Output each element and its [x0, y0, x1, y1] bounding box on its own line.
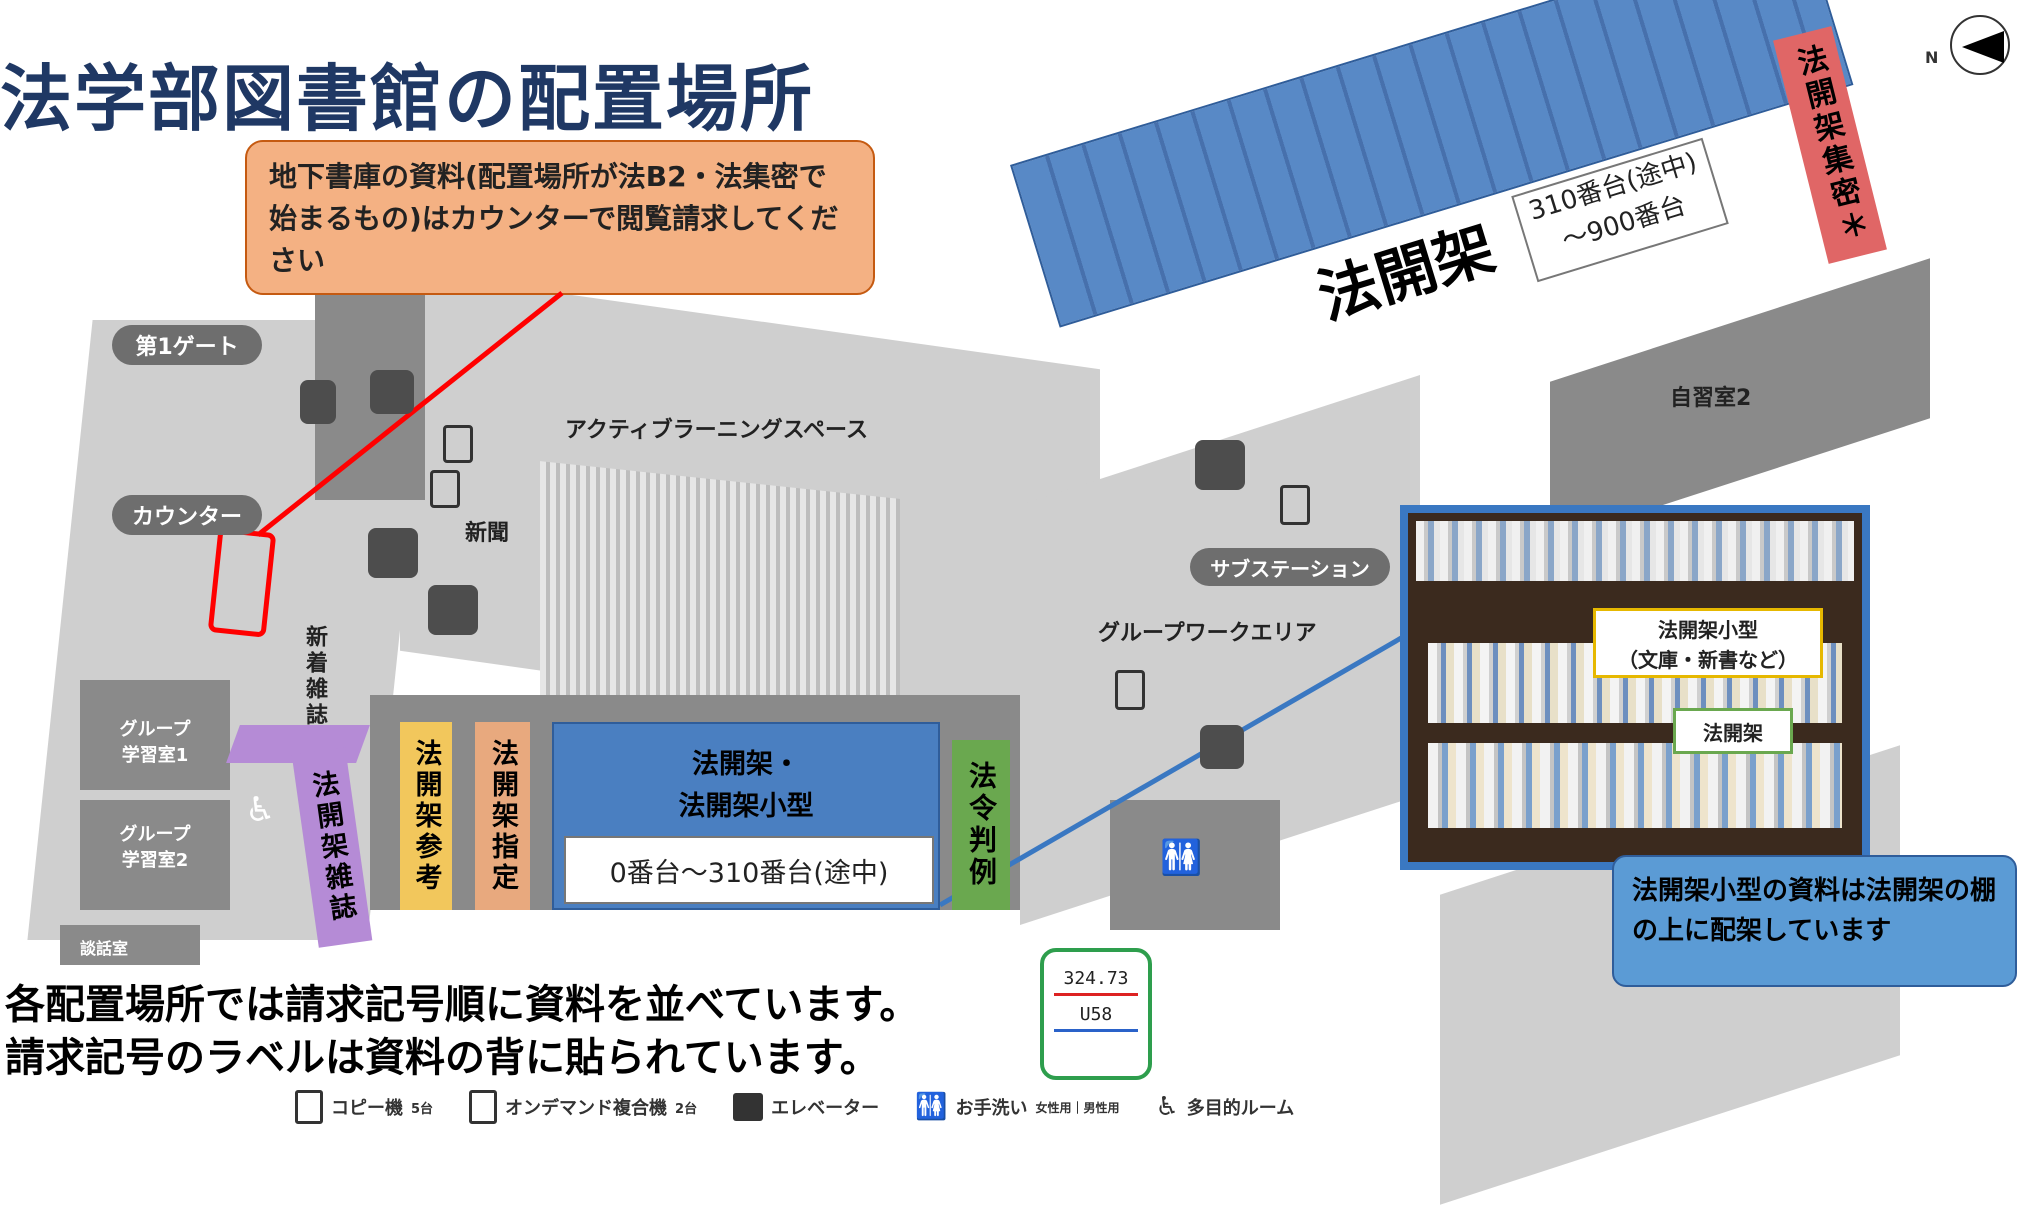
- legend-label: エレベーター: [771, 1098, 880, 1119]
- restroom-icon: 🚻: [915, 1092, 948, 1122]
- area-hou-kaika-small: 法開架・ 法開架小型 0番台～310番台(途中): [552, 722, 940, 910]
- counter-pointer-line: [256, 291, 564, 537]
- counter-label: カウンター: [112, 495, 262, 535]
- legend-sub: 女性用｜男性用: [1035, 1100, 1120, 1115]
- copier-icon: [443, 425, 473, 463]
- legend-item-accessible: ♿ 多目的ルーム: [1155, 1090, 1294, 1124]
- legend-label: 多目的ルーム: [1186, 1098, 1295, 1119]
- legend-label: お手洗い: [955, 1098, 1028, 1119]
- copier-icon: [430, 470, 460, 508]
- restroom-block: [1110, 800, 1280, 930]
- photo-pointer-line: [938, 627, 1417, 908]
- compass-label: N: [1925, 48, 1939, 67]
- photo-top-books: [1416, 521, 1854, 581]
- legend-sub: 5台: [411, 1101, 434, 1117]
- restroom-icon: ♿: [245, 790, 276, 830]
- on-demand-printer-icon: [1115, 670, 1145, 710]
- gate1-label: 第1ゲート: [112, 325, 262, 365]
- note-line-1: 各配置場所では請求記号順に資料を並べています。: [5, 982, 920, 1028]
- new-magazines-label: 新着雑誌: [302, 625, 327, 729]
- legend-sub: 2台: [675, 1101, 698, 1117]
- pc-icon: [428, 585, 478, 635]
- call-room: [60, 925, 200, 965]
- legend-item-elevator: エレベーター: [733, 1090, 879, 1124]
- photo-label-shelf: 法開架: [1673, 708, 1793, 754]
- legend-label: コピー機: [331, 1098, 403, 1119]
- newspaper-label: 新聞: [465, 521, 510, 546]
- call-number-top: 324.73: [1054, 968, 1138, 996]
- area-hou-kaika-sanko: 法開架参考: [400, 722, 452, 910]
- page-title: 法学部図書館の配置場所: [0, 57, 815, 141]
- basement-request-callout: 地下書庫の資料(配置場所が法B2・法集密で始まるもの)はカウンターで閲覧請求して…: [245, 140, 875, 295]
- elevator-icon: [370, 370, 414, 414]
- copier-icon: [295, 1090, 323, 1124]
- counter-highlight: [207, 527, 277, 638]
- group-room-2: [80, 800, 230, 910]
- sub-station-label: サブステーション: [1190, 548, 1390, 586]
- area-hou-rei-hanrei: 法令判例: [952, 740, 1010, 910]
- legend: コピー機 5台 オンデマンド複合機 2台 エレベーター 🚻 お手洗い 女性用｜男…: [295, 1090, 1294, 1124]
- shelf-photo: 法開架小型 （文庫・新書など） 法開架: [1400, 505, 1870, 870]
- group-room-1-label: グループ 学習室1: [119, 719, 191, 766]
- accessible-icon: ♿: [1155, 1092, 1179, 1122]
- small-shelf-callout: 法開架小型の資料は法開架の棚の上に配架しています: [1612, 855, 2017, 987]
- group-work-label: グループワークエリア: [1098, 621, 1317, 646]
- elevator-icon: [733, 1093, 764, 1121]
- area-hou-kaika-shitei: 法開架指定: [475, 722, 530, 910]
- copier-icon: [300, 380, 336, 424]
- restroom-icon: 🚻: [1160, 838, 1203, 878]
- on-demand-printer-icon: [1280, 485, 1310, 525]
- active-learning-label: アクティブラーニングスペース: [565, 418, 868, 443]
- legend-item-restroom: 🚻 お手洗い 女性用｜男性用: [915, 1090, 1119, 1124]
- call-number-bottom: U58: [1054, 1004, 1138, 1032]
- area-hou-kaika-small-range: 0番台～310番台(途中): [564, 836, 934, 904]
- on-demand-printer-icon: [469, 1090, 498, 1124]
- legend-label: オンデマンド複合機: [505, 1098, 668, 1119]
- legend-item-copier: コピー機 5台: [295, 1090, 433, 1124]
- note-line-2: 請求記号のラベルは資料の背に貼られています。: [5, 1035, 880, 1081]
- call-room-label: 談話室: [80, 939, 129, 958]
- area-hou-kaika-small-label: 法開架・ 法開架小型: [678, 749, 814, 822]
- group-room-1: [80, 680, 230, 790]
- photo-label-small: 法開架小型 （文庫・新書など）: [1593, 608, 1823, 678]
- compass: [1950, 15, 2010, 75]
- group-room-2-label: グループ 学習室2: [119, 824, 191, 871]
- self-study-2-label: 自習室2: [1670, 386, 1752, 411]
- pc-icon: [368, 528, 418, 578]
- pc-icon: [1195, 440, 1245, 490]
- compass-arrow-icon: [1962, 31, 2004, 63]
- call-number-label: 324.73 U58: [1040, 948, 1152, 1080]
- legend-item-on-demand: オンデマンド複合機 2台: [469, 1090, 697, 1124]
- pointer-lines: [256, 291, 1417, 908]
- photo-low-books: [1428, 743, 1842, 828]
- elevator-icon: [1200, 725, 1244, 769]
